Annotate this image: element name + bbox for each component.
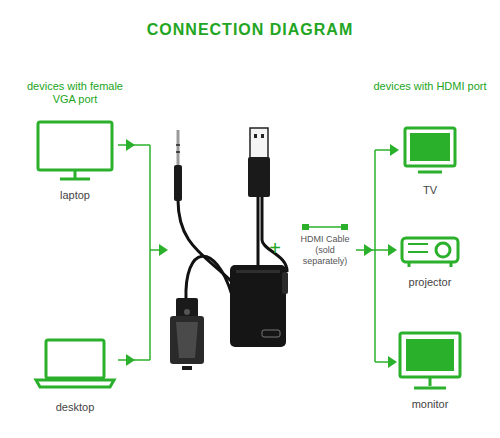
hdmi-cable-icon [302, 224, 348, 230]
group-heading: devices with HDMI port [370, 80, 490, 93]
group-heading: devices with female VGA port [15, 80, 135, 106]
device-icon: TV [395, 122, 465, 196]
device-icon: desktop [30, 335, 120, 413]
brackets [118, 145, 392, 362]
screen-fill [410, 133, 450, 161]
device-icon: monitor [390, 328, 470, 410]
device-label: monitor [412, 398, 449, 410]
arrowheads [126, 139, 399, 368]
vga-hdmi-adapter [170, 128, 288, 370]
device-label: projector [409, 276, 452, 288]
device-icon: laptop [30, 115, 120, 201]
diagram-title: CONNECTION DIAGRAM [0, 20, 500, 39]
device-label: TV [423, 184, 437, 196]
screen-fill [406, 339, 454, 371]
device-icons [36, 122, 460, 388]
device-label: laptop [60, 189, 90, 201]
plus-sign: + [266, 236, 284, 260]
device-icon: projector [390, 232, 470, 288]
device-label: desktop [56, 401, 95, 413]
cable-note: HDMI Cable (sold separately) [294, 234, 356, 266]
